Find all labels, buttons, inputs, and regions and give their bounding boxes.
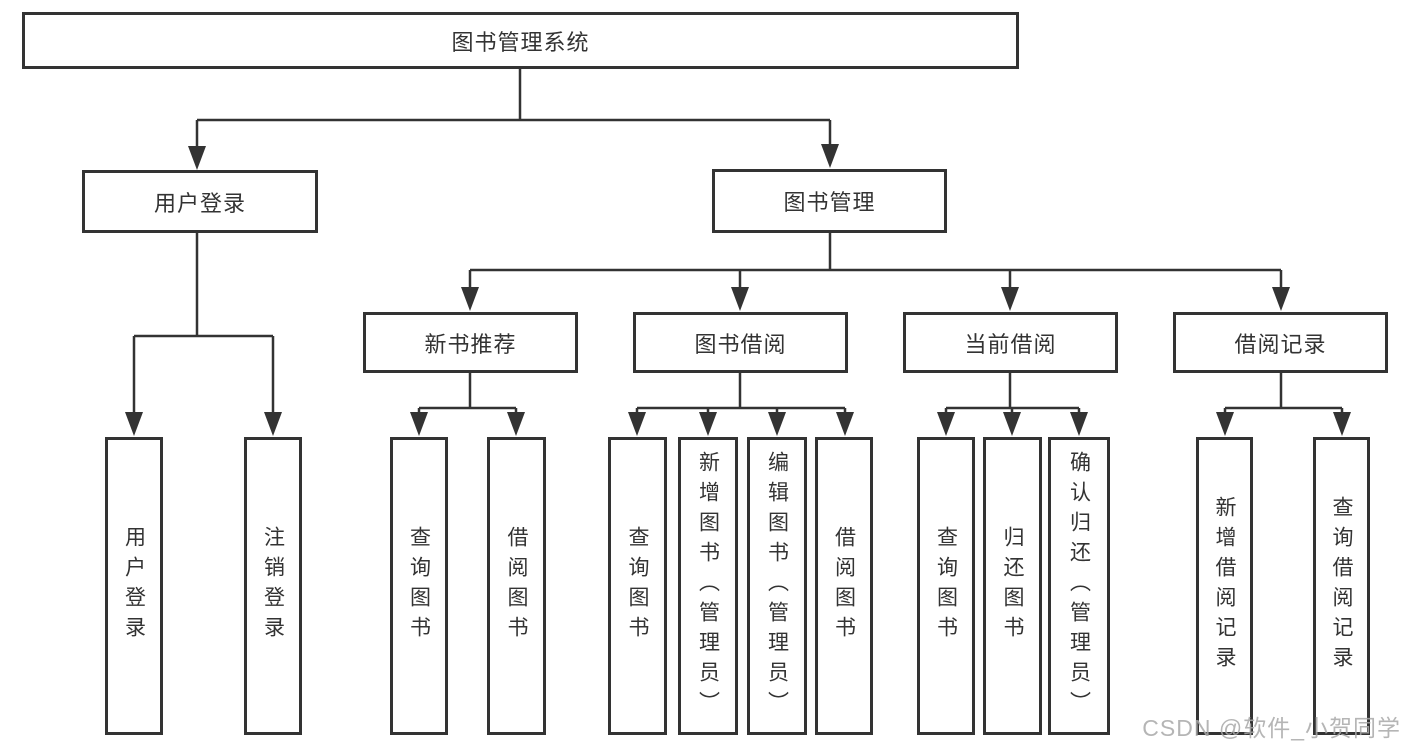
node-label: 图书管理系统 — [451, 29, 590, 55]
node-logout: 注销登录 — [244, 437, 302, 735]
node-user-login: 用户登录 — [105, 437, 163, 735]
node-add-borrow-record: 新增借阅记录 — [1196, 437, 1253, 735]
node-query-books-recommend: 查询图书 — [390, 437, 448, 735]
node-book-management: 图书管理 — [712, 169, 947, 233]
node-user-login-group: 用户登录 — [82, 170, 318, 233]
node-query-books-borrowing: 查询图书 — [608, 437, 667, 735]
node-label: 当前借阅 — [964, 331, 1057, 357]
node-label: 确认归还（管理员） — [1067, 451, 1091, 721]
node-label: 编辑图书（管理员） — [765, 451, 789, 721]
node-label: 图书管理 — [783, 190, 876, 215]
node-label: 新增借阅记录 — [1213, 496, 1236, 676]
node-label: 借阅图书 — [505, 526, 528, 646]
node-label: 查询图书 — [934, 526, 958, 646]
node-label: 查询图书 — [407, 526, 431, 646]
node-new-book-recommendation: 新书推荐 — [363, 312, 578, 373]
node-return-books: 归还图书 — [983, 437, 1042, 735]
node-label: 归还图书 — [1001, 526, 1024, 646]
node-label: 查询图书 — [626, 526, 649, 646]
node-confirm-return-admin: 确认归还（管理员） — [1048, 437, 1110, 735]
node-edit-book-admin: 编辑图书（管理员） — [747, 437, 807, 735]
node-library-management-system: 图书管理系统 — [22, 12, 1019, 69]
node-label: 用户登录 — [122, 526, 146, 646]
node-add-book-admin: 新增图书（管理员） — [678, 437, 738, 735]
node-query-borrow-record: 查询借阅记录 — [1313, 437, 1370, 735]
watermark: CSDN @软件_小贺同学 — [1142, 715, 1401, 741]
node-borrow-books-borrowing: 借阅图书 — [815, 437, 873, 735]
node-label: 注销登录 — [261, 526, 285, 646]
node-label: 查询借阅记录 — [1330, 496, 1353, 676]
node-label: 新增图书（管理员） — [696, 451, 720, 721]
node-borrowing-records: 借阅记录 — [1173, 312, 1388, 373]
node-current-borrowing: 当前借阅 — [903, 312, 1118, 373]
node-label: 用户登录 — [153, 190, 246, 216]
node-label: 图书借阅 — [694, 331, 787, 357]
node-borrow-books-recommend: 借阅图书 — [487, 437, 546, 735]
node-query-books-current: 查询图书 — [917, 437, 975, 735]
node-book-borrowing: 图书借阅 — [633, 312, 848, 373]
node-label: 借阅图书 — [832, 526, 856, 646]
node-label: 借阅记录 — [1234, 331, 1327, 357]
node-label: 新书推荐 — [424, 331, 517, 357]
